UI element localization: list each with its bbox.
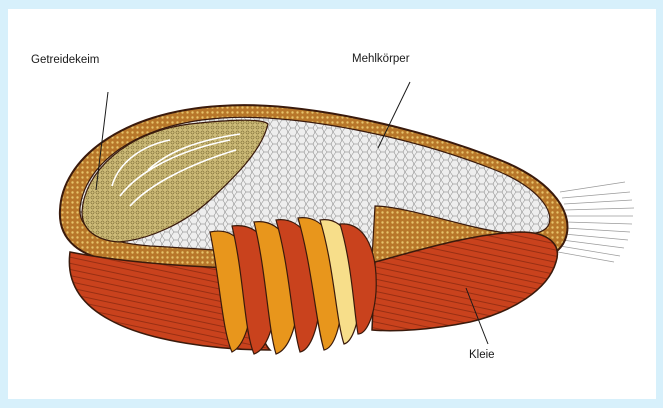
endosperm-label: Mehlkörper [352,53,410,65]
bran-layers [210,218,376,354]
grain-hairs [558,182,634,262]
bran-label: Kleie [469,349,495,361]
germ-label: Getreidekeim [31,54,99,66]
